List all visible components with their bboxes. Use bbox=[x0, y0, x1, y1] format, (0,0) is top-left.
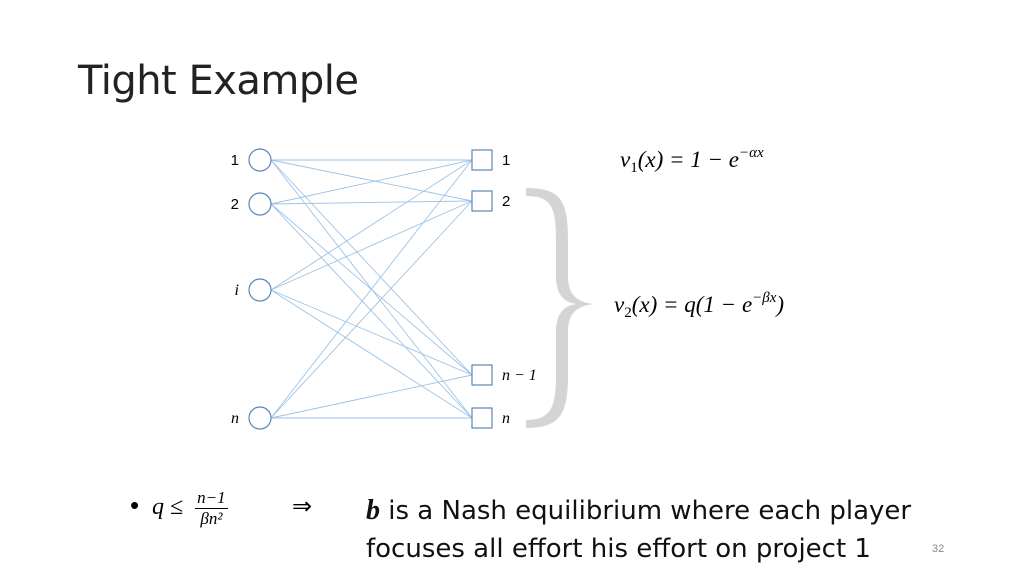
project-label-3: n bbox=[502, 410, 510, 427]
player-node-3 bbox=[248, 406, 272, 430]
v1-exponent: −αx bbox=[739, 145, 764, 161]
statement-text: b is a Nash equilibrium where each playe… bbox=[366, 492, 926, 568]
edge-p2-q3 bbox=[270, 289, 473, 419]
v2-subscript: 2 bbox=[624, 305, 632, 321]
graph-edges bbox=[270, 159, 473, 419]
project-nodes: 1 2 n − 1 n bbox=[471, 149, 537, 429]
strategy-b-symbol: b bbox=[366, 495, 380, 526]
page-number: 32 bbox=[932, 543, 945, 555]
player-node-0 bbox=[248, 148, 272, 172]
edge-p2-q2 bbox=[270, 289, 473, 376]
player-label-0: 1 bbox=[231, 152, 239, 169]
player-label-1: 2 bbox=[231, 196, 239, 213]
project-node-1 bbox=[471, 190, 493, 212]
edge-p1-q0 bbox=[270, 159, 473, 205]
player-node-1 bbox=[248, 192, 272, 216]
edge-p1-q1 bbox=[270, 200, 473, 205]
edge-p3-q2 bbox=[270, 374, 473, 419]
v1-subscript: 1 bbox=[630, 160, 638, 176]
condition-fraction: n−1 βn² bbox=[195, 488, 228, 529]
edge-p0-q1 bbox=[270, 159, 473, 202]
edge-p3-q1 bbox=[270, 200, 473, 419]
right-curly-brace bbox=[526, 188, 594, 428]
implies-arrow: ⇒ bbox=[292, 492, 313, 520]
condition-expression: q ≤ n−1 βn² bbox=[152, 488, 228, 529]
v2-name: v bbox=[614, 292, 625, 317]
player-label-2: i bbox=[235, 282, 239, 299]
fraction-denominator: βn² bbox=[200, 509, 223, 528]
project-node-2 bbox=[471, 364, 493, 386]
edge-p0-q2 bbox=[270, 159, 473, 376]
v1-name: v bbox=[620, 147, 631, 172]
equation-v1: v1(x) = 1 − e−αx bbox=[620, 145, 764, 177]
project-label-2: n − 1 bbox=[502, 367, 537, 384]
edge-p2-q0 bbox=[270, 159, 473, 291]
project-node-3 bbox=[471, 407, 493, 429]
player-label-3: n bbox=[231, 410, 239, 427]
player-node-2 bbox=[248, 278, 272, 302]
equation-v2: v2(x) = q(1 − e−βx) bbox=[614, 290, 784, 322]
v2-rhs-post: ) bbox=[776, 292, 785, 317]
player-nodes: 1 2 i n bbox=[231, 148, 272, 430]
edge-p2-q1 bbox=[270, 200, 473, 291]
fraction-numerator: n−1 bbox=[195, 488, 228, 509]
project-node-0 bbox=[471, 149, 493, 171]
statement-body: is a Nash equilibrium where each player … bbox=[366, 496, 912, 564]
edge-p3-q0 bbox=[270, 159, 473, 419]
project-label-1: 2 bbox=[502, 193, 510, 210]
slide-title: Tight Example bbox=[78, 58, 359, 104]
bullet-statement: • q ≤ n−1 βn² ⇒ b is a Nash equilibrium … bbox=[130, 488, 950, 568]
project-label-0: 1 bbox=[502, 152, 510, 169]
bullet-marker: • bbox=[130, 490, 140, 520]
condition-lhs: q ≤ bbox=[152, 494, 184, 521]
v2-exponent: −βx bbox=[752, 290, 777, 306]
v2-rhs-pre: (x) = q(1 − e bbox=[631, 292, 753, 317]
v1-rhs: (x) = 1 − e bbox=[637, 147, 739, 172]
